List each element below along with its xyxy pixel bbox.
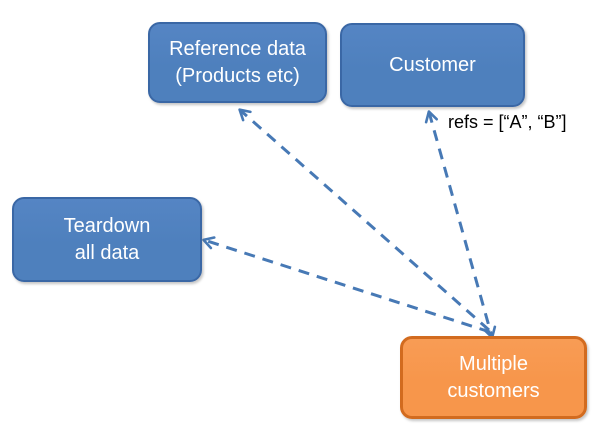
node-label-line: customers — [447, 379, 540, 402]
node-label-line: (Products etc) — [175, 64, 300, 87]
arrow-customer-to-multiple — [424, 110, 497, 339]
node-label-line: Multiple — [459, 352, 528, 375]
node-reference-data: Reference data (Products etc) — [148, 22, 327, 103]
refs-annotation: refs = [“A”, “B”] — [448, 112, 567, 132]
node-customer: Customer — [340, 23, 525, 107]
arrow-multiple-to-teardown — [202, 236, 491, 334]
arrow-multiple-to-reference-data — [238, 108, 490, 332]
node-label-line: all data — [74, 241, 140, 264]
node-multiple-customers: Multiple customers — [400, 336, 587, 419]
node-label-line: Reference data — [169, 37, 306, 60]
node-label-line: Customer — [389, 53, 476, 76]
node-label-line: Teardown — [63, 214, 151, 237]
node-teardown-all-data: Teardown all data — [12, 197, 202, 282]
